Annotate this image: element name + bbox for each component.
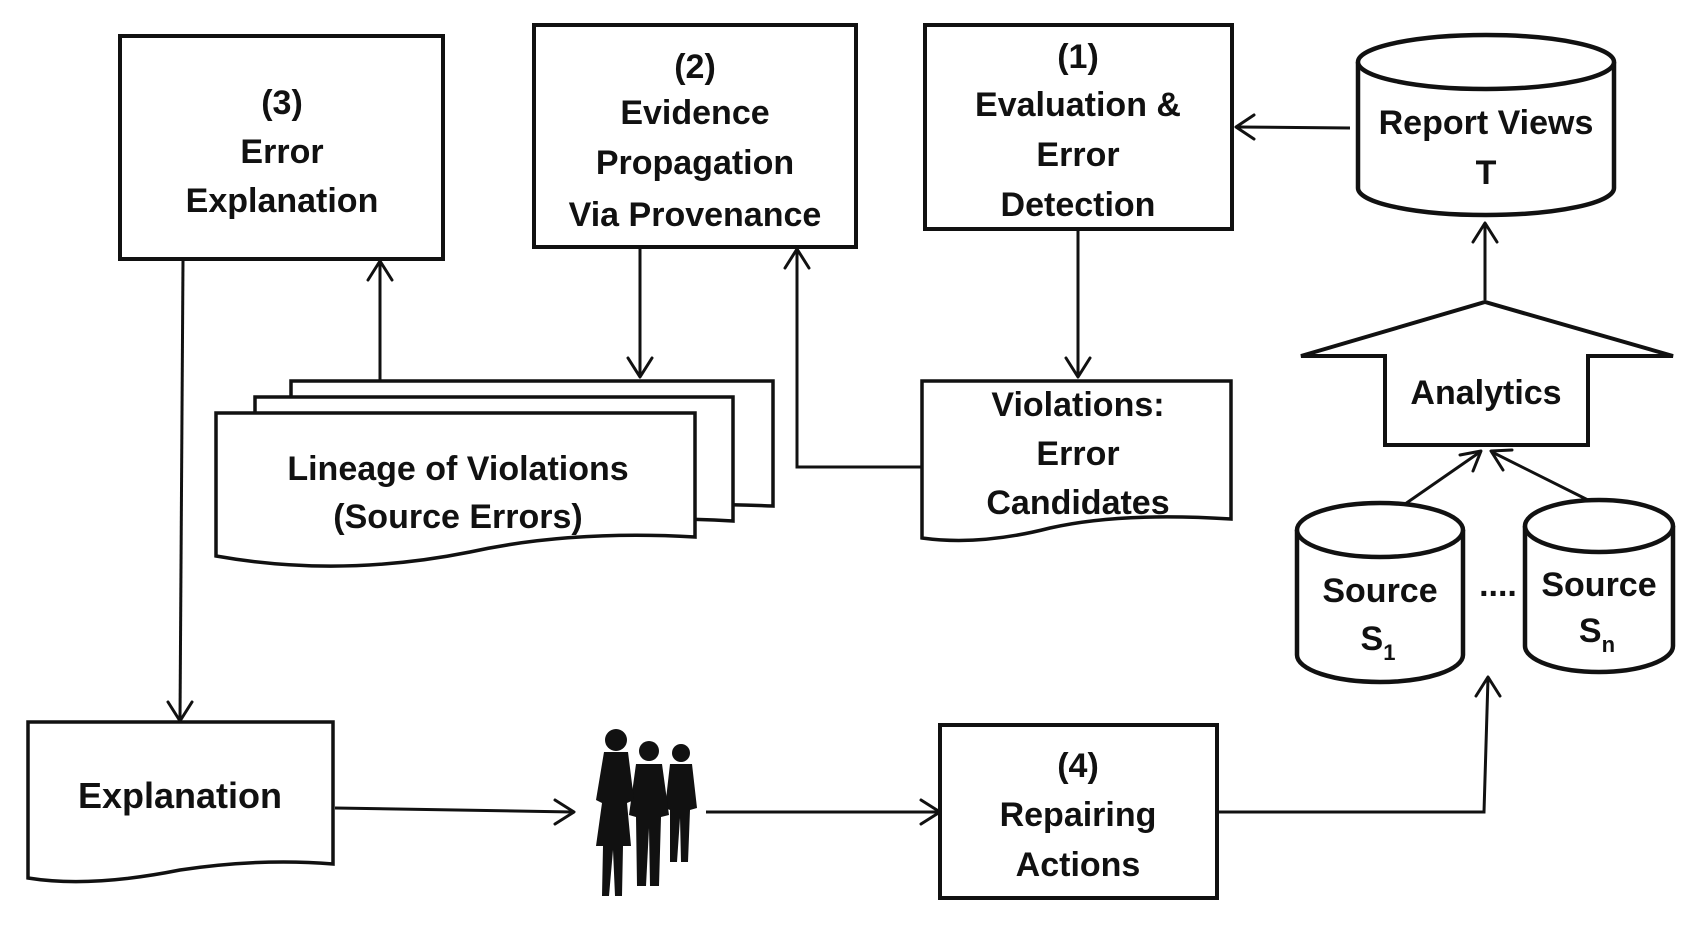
arrow-repairing-to-sources <box>1218 675 1502 814</box>
evidence-propagation-box: (2) Evidence Propagation Via Provenance <box>532 23 858 249</box>
lineage-title-1: Lineage of Violations <box>287 450 628 488</box>
arrow-people-to-repairing <box>706 798 942 826</box>
report-views-title: Report Views <box>1379 104 1594 142</box>
arrow-error-explanation-to-explanation <box>166 259 194 723</box>
repairing-actions-box: (4) Repairing Actions <box>938 723 1219 900</box>
arrow-analytics-to-report <box>1471 221 1499 300</box>
report-views-symbol: T <box>1476 154 1497 192</box>
violations-title-3: Candidates <box>986 484 1169 522</box>
explanation-title: Explanation <box>78 775 282 816</box>
error-explanation-title-1: Error <box>240 133 323 171</box>
source-s1-symbol: S1 <box>1361 620 1396 665</box>
arrow-propagation-to-lineage <box>626 248 654 379</box>
sources-ellipsis: .... <box>1479 566 1517 604</box>
arrow-report-to-evaluation <box>1234 113 1351 141</box>
explanation-document: Explanation <box>26 720 335 884</box>
violations-document: Violations: Error Candidates <box>920 379 1233 543</box>
evidence-propagation-title-1: Evidence <box>620 94 769 132</box>
evidence-propagation-title-3: Via Provenance <box>569 196 822 234</box>
lineage-violations-stack: Lineage of Violations (Source Errors) <box>214 379 775 568</box>
evaluation-detection-title-2: Error <box>1036 136 1119 174</box>
analytics-block-arrow: Analytics <box>1300 299 1674 447</box>
source-sn-symbol: Sn <box>1579 612 1615 657</box>
evaluation-detection-number: (1) <box>1057 38 1099 76</box>
analytics-label: Analytics <box>1410 374 1561 412</box>
repairing-actions-title-2: Actions <box>1016 846 1141 884</box>
connectors <box>166 113 1601 826</box>
evidence-propagation-title-2: Propagation <box>596 144 794 182</box>
source-sn-label: Source <box>1541 566 1656 604</box>
arrow-evaluation-to-violations <box>1064 230 1092 379</box>
lineage-title-2: (Source Errors) <box>333 498 582 536</box>
arrow-violations-to-propagation <box>783 247 922 469</box>
arrow-lineage-to-error-explanation <box>366 259 394 381</box>
violations-title-2: Error <box>1036 435 1119 473</box>
source-s1-letter: S <box>1361 620 1384 658</box>
report-views-database: Report Views T <box>1355 32 1617 218</box>
source-sn-subscript: n <box>1602 632 1615 657</box>
arrow-explanation-to-people <box>334 798 576 826</box>
source-s1-label: Source <box>1322 572 1437 610</box>
evaluation-detection-title-1: Evaluation & <box>975 86 1181 124</box>
evidence-propagation-number: (2) <box>674 48 716 86</box>
violations-title-1: Violations: <box>991 386 1164 424</box>
people-silhouette-icon <box>596 729 697 896</box>
repairing-actions-title-1: Repairing <box>1000 796 1157 834</box>
evaluation-detection-title-3: Detection <box>1001 186 1156 224</box>
repairing-actions-number: (4) <box>1057 747 1099 785</box>
error-explanation-title-2: Explanation <box>186 182 379 220</box>
error-explanation-box: (3) Error Explanation <box>118 34 445 261</box>
evaluation-detection-box: (1) Evaluation & Error Detection <box>923 23 1234 231</box>
source-s1-database: Source S1 <box>1294 500 1466 685</box>
source-sn-letter: S <box>1579 612 1602 650</box>
source-sn-database: Source Sn <box>1522 497 1676 675</box>
source-s1-subscript: 1 <box>1383 640 1395 665</box>
error-explanation-number: (3) <box>261 84 303 122</box>
